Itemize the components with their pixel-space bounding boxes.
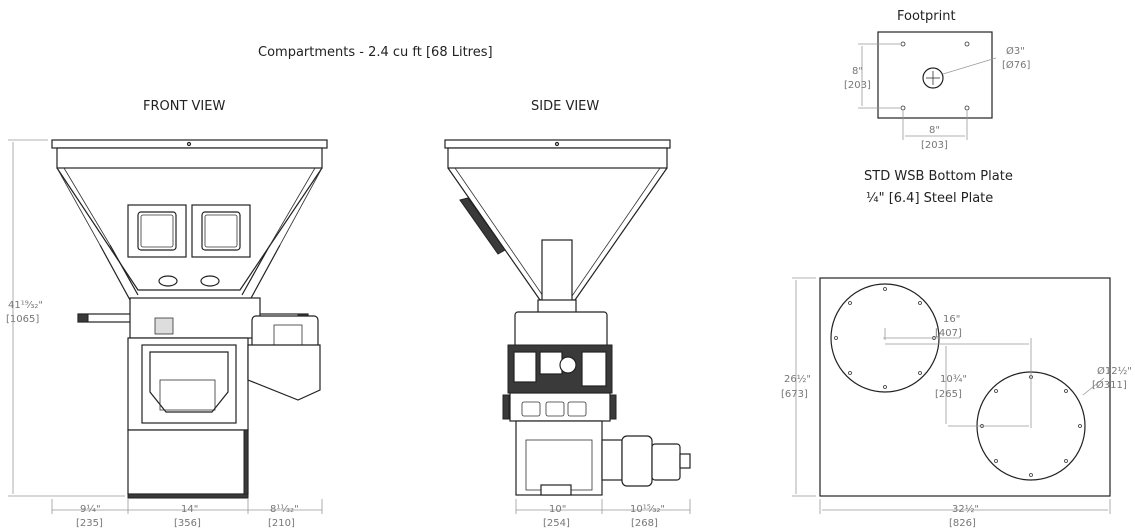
footprint-hole-dia-mm: [Ø76] [1002, 59, 1030, 71]
compartments-label: Compartments - 2.4 cu ft [68 Litres] [258, 45, 493, 60]
side-hopper-lid [444, 139, 671, 149]
front-hopper-cone [56, 167, 323, 291]
footprint-width-mm: [203] [921, 140, 948, 151]
side-cabinet [515, 420, 603, 496]
side-view-title: SIDE VIEW [531, 99, 599, 114]
front-dim-right-mm: [210] [268, 518, 295, 529]
footprint-width-in: 8" [929, 125, 940, 136]
bottom-plate-subtitle: ¼" [6.4] Steel Plate [866, 191, 993, 206]
side-motor [621, 435, 653, 487]
plate-hole-dia-in: Ø12½" [1097, 365, 1132, 377]
plate-width-in: 32½" [952, 503, 979, 515]
front-view-drawing [51, 139, 328, 499]
side-hopper-rim [447, 147, 668, 169]
footprint-title: Footprint [897, 9, 956, 24]
side-dim-right-in: 10¹⁵⁄₃₂" [630, 504, 665, 515]
bottom-plate-drawing: 16" [407] 10¾" [265] Ø12½" [Ø311] 26½" [… [781, 277, 1132, 529]
footprint-hole-dia-in: Ø3" [1006, 45, 1025, 57]
front-dim-mid-mm: [356] [174, 518, 201, 529]
footprint-drawing: Footprint Ø3" [Ø76] 8" [203] 8" [203] [844, 9, 1030, 151]
front-height-in: 41¹⁹⁄₃₂" [8, 300, 43, 311]
plate-height-in: 26½" [784, 373, 811, 385]
footprint-height-mm: [203] [844, 80, 871, 91]
front-view-dimensions: 41¹⁹⁄₃₂" [1065] 9¼" [235] 14" [356] 8¹¹⁄… [6, 139, 323, 529]
side-column [541, 239, 573, 303]
front-cabinet [127, 429, 249, 495]
bottom-plate-title: STD WSB Bottom Plate [864, 169, 1013, 184]
plate-width-mm: [826] [949, 518, 976, 529]
side-view-drawing [444, 139, 691, 496]
footprint-height-in: 8" [852, 66, 863, 77]
front-hopper-rim [56, 147, 323, 169]
front-dim-mid-in: 14" [181, 504, 198, 515]
front-dim-right-in: 8¹¹⁄₃₂" [270, 504, 299, 515]
plate-offset-x-mm: [407] [935, 328, 962, 339]
front-dim-left-mm: [235] [76, 518, 103, 529]
plate-offset-y-in: 10¾" [940, 374, 967, 385]
side-outlet-strip [509, 392, 611, 422]
side-handle [459, 197, 506, 255]
front-height-mm: [1065] [6, 314, 39, 325]
front-hopper-lid [51, 139, 328, 149]
front-dim-left-in: 9¼" [80, 503, 101, 515]
plate-hole-dia-mm: [Ø311] [1092, 379, 1127, 391]
side-view-dimensions: 10" [254] 10¹⁵⁄₃₂" [268] [515, 499, 691, 529]
bottom-plate [819, 277, 1111, 497]
plate-offset-y-mm: [265] [935, 389, 962, 400]
footprint-center-hole [922, 67, 944, 89]
footprint-plate [877, 31, 993, 119]
side-dim-left-mm: [254] [543, 518, 570, 529]
side-dim-left-in: 10" [549, 504, 566, 515]
side-dim-right-mm: [268] [631, 518, 658, 529]
plate-offset-x-in: 16" [943, 314, 960, 325]
front-view-title: FRONT VIEW [143, 99, 225, 114]
plate-height-mm: [673] [781, 389, 808, 400]
front-weigh-frame [129, 297, 261, 339]
